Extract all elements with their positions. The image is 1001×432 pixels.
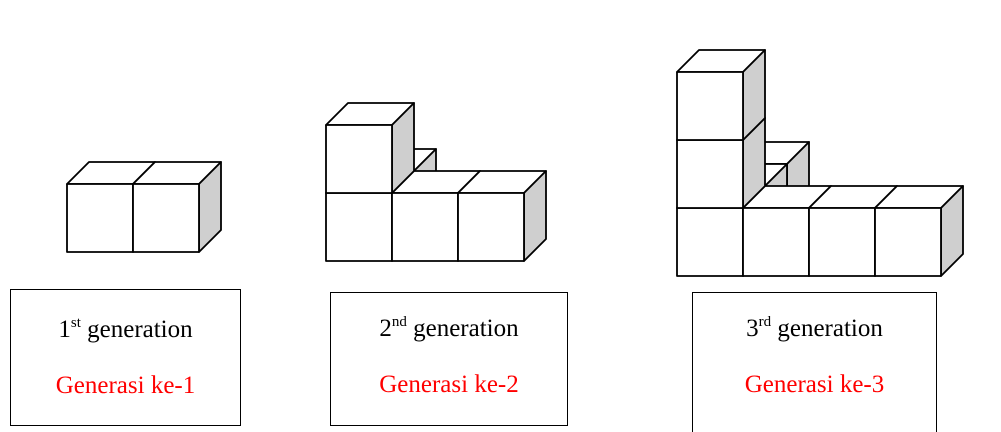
cube-front-face [457, 192, 525, 262]
cube [325, 102, 415, 194]
generation-3-word: generation [777, 315, 883, 342]
generation-3-local-label: Generasi ke-3 [744, 371, 885, 398]
cube-front-face [66, 183, 134, 253]
generation-1-word: generation [87, 316, 193, 343]
cube-front-face [676, 207, 744, 277]
cube-front-face [391, 192, 459, 262]
generation-3-structure [676, 49, 964, 277]
cube [457, 170, 547, 262]
cube [132, 161, 222, 253]
generation-1-suffix: st [70, 315, 81, 331]
generation-2-local-label: Generasi ke-2 [379, 371, 519, 398]
generation-1-title: 1st generation [11, 315, 240, 344]
generation-1-number: 1 [58, 316, 71, 343]
generation-3-number: 3 [746, 315, 759, 342]
cube [874, 185, 964, 277]
cube-front-face [676, 139, 744, 209]
generation-3-label-box: 3rd generation Generasi ke-3 [692, 292, 937, 432]
generation-2-label-box: 2nd generation Generasi ke-2 [330, 292, 568, 426]
generation-2-word: generation [413, 315, 519, 342]
cube-front-face [742, 207, 810, 277]
generation-1-structure [66, 161, 222, 253]
generation-3-title: 3rd generation [693, 314, 936, 343]
generation-1-label-box: 1st generation Generasi ke-1 [10, 289, 241, 426]
generation-2-structure [325, 102, 547, 262]
cube-front-face [874, 207, 942, 277]
cube-front-face [808, 207, 876, 277]
generation-2-suffix: nd [391, 314, 407, 330]
cube-front-face [325, 192, 393, 262]
generation-1-local-label: Generasi ke-1 [55, 372, 196, 399]
generation-2-number: 2 [379, 315, 392, 342]
generation-3-suffix: rd [758, 314, 772, 330]
generation-2-title: 2nd generation [331, 314, 567, 343]
cube-front-face [132, 183, 200, 253]
cube [676, 49, 766, 141]
cube-front-face [325, 124, 393, 194]
cube-front-face [676, 71, 744, 141]
